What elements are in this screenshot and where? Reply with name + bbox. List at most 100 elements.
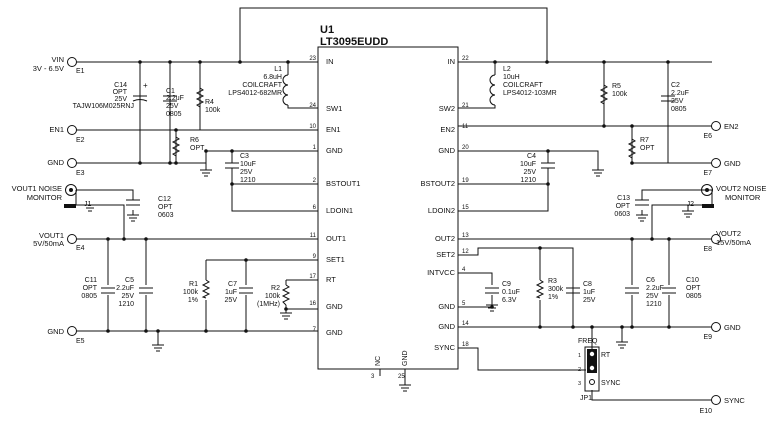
jumper-jp1[interactable] [584,346,600,392]
pin-num-15: 15 [462,205,469,211]
c8-voltage: 25V [583,297,596,304]
c5-symbol [139,287,153,294]
c6-voltage: 25V [646,293,659,300]
jp1-ref: JP1 [580,395,592,402]
c4-value: 10uF [520,161,536,168]
terminal-e7[interactable] [711,158,721,168]
c7-ref: C7 [228,281,237,288]
pin-name-gnd7: GND [326,328,343,337]
terminal-e4[interactable] [67,234,77,244]
r3-ref: R3 [548,278,557,285]
c12-size: 0603 [158,212,174,219]
c3-value: 10uF [240,161,256,168]
pin-num-17: 17 [309,274,316,280]
pin-name-sw1: SW1 [326,104,342,113]
r4-value: 100k [205,107,221,114]
c11-size: 0805 [81,293,97,300]
pin-num-13: 13 [462,233,469,239]
r5-symbol [599,84,609,105]
terminal-e10[interactable] [711,395,721,405]
r2-symbol [281,284,291,306]
pin-name-gnd16: GND [326,302,343,311]
l1-part: LPS4012-682MR [228,90,282,97]
pin-name-in-right: IN [448,57,456,66]
j2-center [705,188,709,192]
e5-ref: E5 [76,338,85,345]
e1-ref: E1 [76,68,85,75]
c14-polarity: + [143,81,148,90]
vout1-monitor-label: MONITOR [27,193,63,202]
e2-ref: E2 [76,137,85,144]
pin-name-sync: SYNC [434,343,455,352]
c2-ref: C2 [671,82,680,89]
r5-ref: R5 [612,83,621,90]
c1-ref: C1 [166,88,175,95]
gnd-e9-label: GND [724,323,741,332]
jp1-pin3: 3 [578,381,581,387]
e9-ref: E9 [703,334,712,341]
c5-value: 2.2uF [116,285,134,292]
en2-label: EN2 [724,122,739,131]
c10-value: OPT [686,285,701,292]
c9-symbol [485,287,499,294]
noise-monitor-jack-j1[interactable] [65,184,77,196]
pin-name-gnd1: GND [326,146,343,155]
pin-name-gnd20: GND [438,146,455,155]
pin-name-gnd5: GND [438,302,455,311]
c3-symbol [225,162,239,169]
l2-part: LPS4012-103MR [503,90,557,97]
c1-size: 0805 [166,111,182,118]
l1-value: 6.8uH [263,74,282,81]
e4-ref: E4 [76,245,85,252]
c8-symbol [566,287,580,294]
c13-value: OPT [616,203,631,210]
pin-num-12: 12 [462,249,469,255]
c4-ref: C4 [527,153,536,160]
vout2-noise-label: VOUT2 NOISE [716,184,766,193]
pin-name-bstout1: BSTOUT1 [326,179,360,188]
c5-size: 1210 [118,301,134,308]
c14-ref: C14 [114,82,127,89]
r7-ref: R7 [640,137,649,144]
vout1-noise-label: VOUT1 NOISE [12,184,62,193]
e6-ref: E6 [703,133,712,140]
terminal-group-right [701,121,721,405]
pin-name-en1: EN1 [326,125,341,134]
r3-value: 300k [548,286,564,293]
pin-num-16: 16 [309,301,316,307]
c3-ref: C3 [240,153,249,160]
terminal-e1[interactable] [67,57,77,67]
l1-maker: COILCRAFT [242,82,282,89]
c10-symbol [662,287,676,294]
terminal-e6[interactable] [711,121,721,131]
terminal-e8[interactable] [711,234,721,244]
pin-num-11r: 11 [462,124,469,130]
j1-header [64,204,76,208]
vin-range-label: 3V - 6.5V [33,64,64,73]
c3-voltage: 25V [240,169,253,176]
r7-symbol [627,138,637,159]
c4-symbol [541,162,555,169]
c4-size: 1210 [520,177,536,184]
r6-symbol [171,136,181,157]
jp1-shunt[interactable] [587,349,597,373]
e10-ref: E10 [700,408,713,415]
pin-num-14: 14 [462,321,469,327]
ic-part: LT3095EUDD [320,36,388,48]
terminal-e2[interactable] [67,125,77,135]
ground-symbols [76,169,700,392]
gnd-e3-label: GND [47,158,64,167]
inductor-symbols [282,74,496,106]
c11-ref: C11 [85,277,97,284]
r4-ref: R4 [205,99,214,106]
terminal-e5[interactable] [67,326,77,336]
j1-center [69,188,73,192]
c12-symbol [126,199,140,206]
pin-name-ldoin2: LDOIN2 [428,206,455,215]
noise-monitor-jack-j2[interactable] [701,184,713,196]
terminal-e9[interactable] [711,322,721,332]
terminal-e3[interactable] [67,158,77,168]
pin-num-21: 21 [462,103,469,109]
l2-ref: L2 [503,66,511,73]
